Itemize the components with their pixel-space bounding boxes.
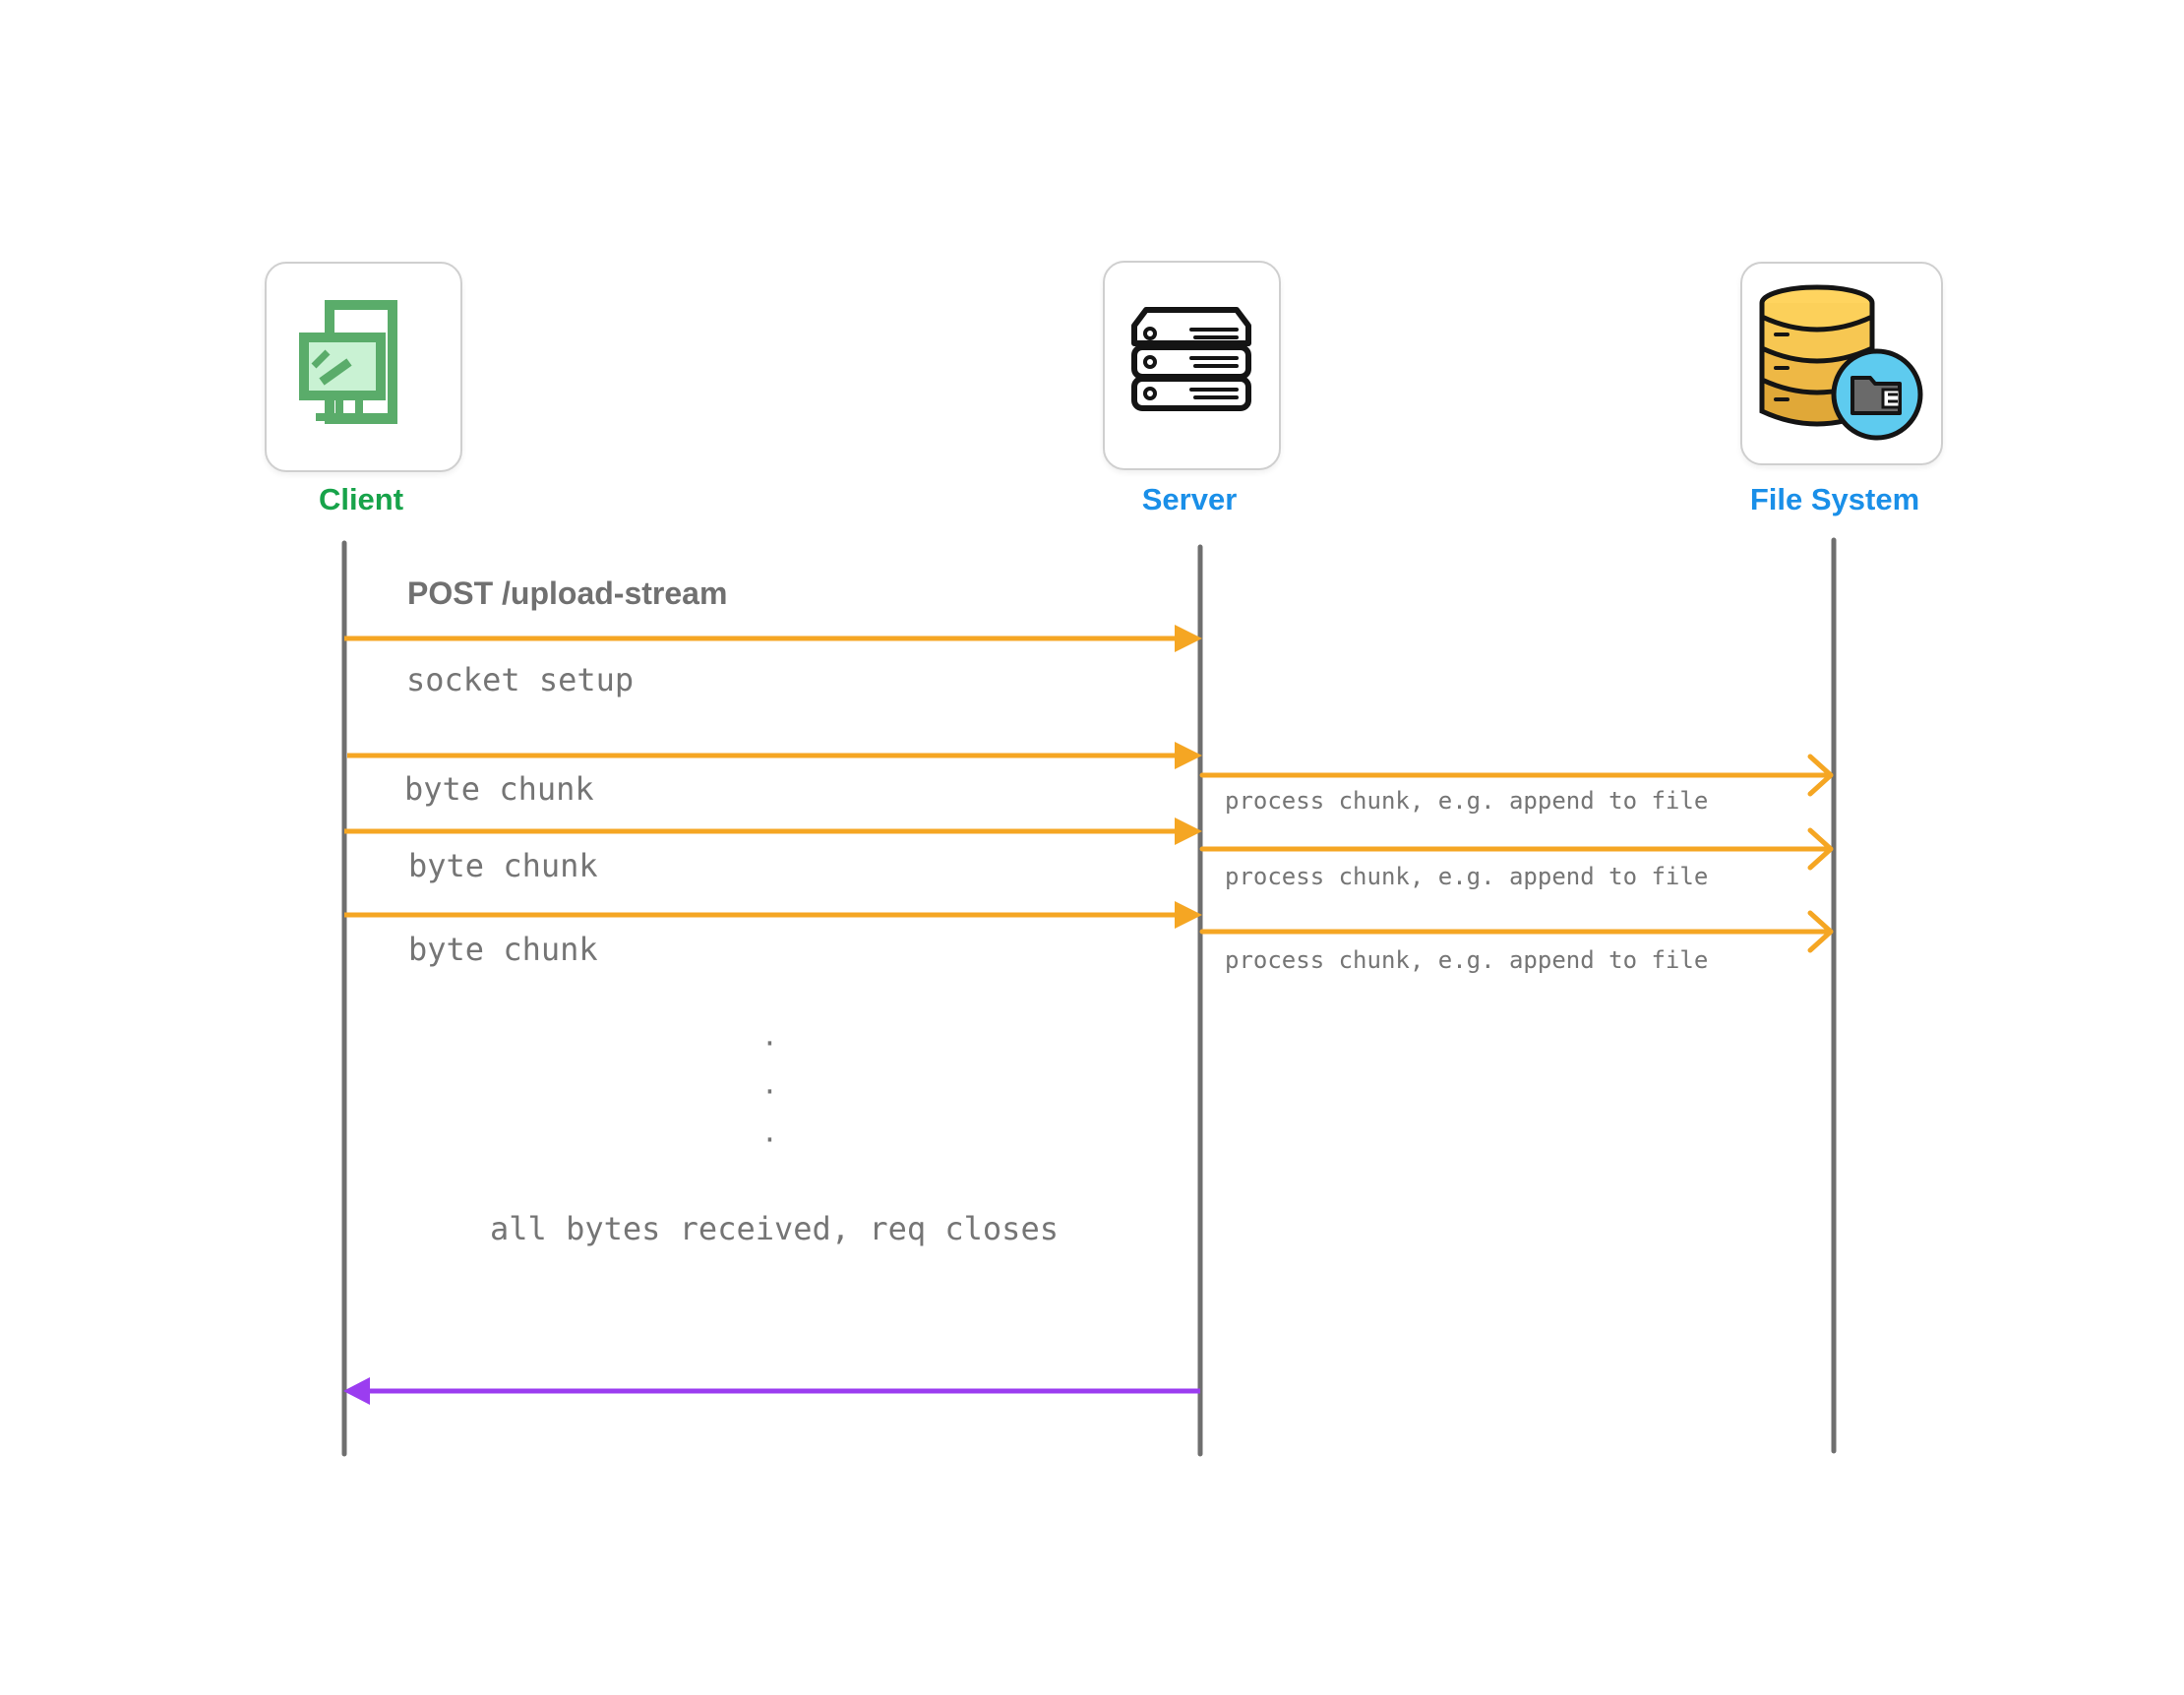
chunk-arrowhead-2 (1175, 817, 1202, 845)
chunk-label-1: byte chunk (404, 770, 594, 808)
filesystem-icon-card (1740, 262, 1943, 465)
ellipsis-dot-1: · (761, 1027, 778, 1059)
request-message-label: POST /upload-stream (407, 575, 728, 611)
chunk-arrowhead-1 (1175, 742, 1202, 769)
database-folder-icon (1759, 284, 1923, 441)
client-label: Client (318, 482, 404, 516)
request-arrowhead (1175, 625, 1202, 652)
chunk-arrowhead-3 (1175, 901, 1202, 929)
fs-note-1: process chunk, e.g. append to file (1225, 787, 1709, 815)
computer-monitor-icon (299, 300, 397, 424)
response-arrowhead (343, 1377, 370, 1405)
fs-arrowhead-2 (1807, 827, 1834, 871)
fs-arrowhead-3 (1807, 910, 1834, 953)
socket-setup-label: socket setup (406, 661, 635, 698)
ellipsis-dot-2: · (761, 1075, 778, 1108)
client-icon-card (265, 262, 462, 472)
ellipsis-dot-3: · (761, 1123, 778, 1156)
filesystem-label: File System (1749, 482, 1920, 516)
fs-arrowhead-1 (1807, 754, 1834, 797)
server-icon-card (1103, 261, 1281, 470)
chunk-label-2: byte chunk (408, 847, 598, 884)
chunk-label-3: byte chunk (408, 931, 598, 968)
server-label: Server (1141, 482, 1238, 516)
fs-note-2: process chunk, e.g. append to file (1225, 863, 1709, 890)
fs-note-3: process chunk, e.g. append to file (1225, 946, 1709, 974)
closing-message-label: all bytes received, req closes (490, 1210, 1059, 1247)
server-rack-icon (1131, 307, 1251, 411)
